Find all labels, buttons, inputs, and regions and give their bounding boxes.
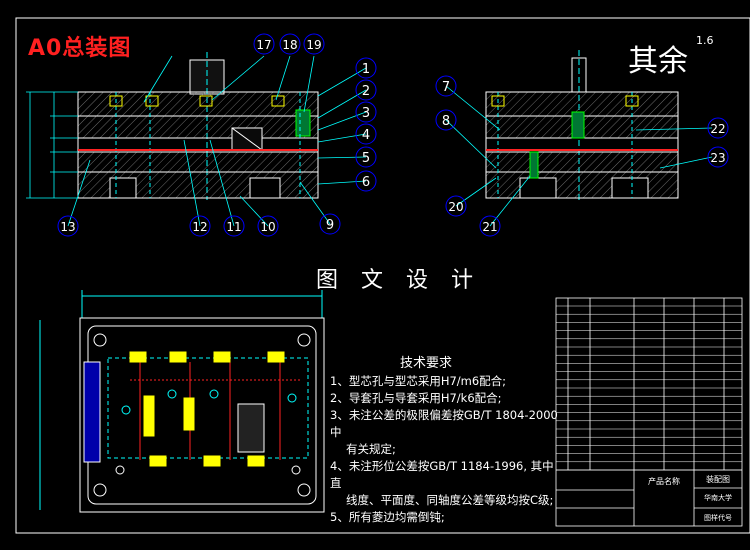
- company-cell: 华南大学: [704, 493, 732, 502]
- tech-item: 5、所有菱边均需倒钝;: [330, 510, 445, 524]
- tech-item: 线度、平面度、同轴度公差等级均按C级;: [346, 493, 554, 507]
- tech-item: 有关规定;: [346, 442, 396, 456]
- svg-text:20: 20: [448, 200, 463, 214]
- drawing-frame: [15, 17, 750, 534]
- side-section-view: [485, 50, 679, 200]
- part-label-22: 22: [707, 117, 729, 139]
- part-label-2: 2: [355, 79, 377, 101]
- part-label-6: 6: [355, 170, 377, 192]
- roughness-value: 1.6: [696, 34, 714, 47]
- part-label-18: 18: [279, 33, 301, 55]
- svg-text:3: 3: [362, 106, 370, 121]
- part-label-13: 13: [57, 215, 79, 237]
- part-label-21: 21: [479, 215, 501, 237]
- tech-item: 2、导套孔与导套采用H7/k6配合;: [330, 391, 502, 405]
- tech-requirements-heading: 技术要求: [400, 356, 453, 371]
- roughness-note: 其余: [628, 44, 688, 79]
- part-label-17: 17: [253, 33, 275, 55]
- part-label-1: 1: [355, 57, 377, 79]
- svg-text:1: 1: [362, 62, 370, 77]
- svg-text:6: 6: [362, 175, 370, 190]
- tech-item: 3、未注公差的极限偏差按GB/T 1804-2000中: [330, 408, 558, 439]
- tech-item: 1、型芯孔与型芯采用H7/m6配合;: [330, 374, 507, 388]
- part-label-circles: 1 2 3 4 5 6 7 8 9 10 11 12 13 17 18 19 2…: [57, 33, 729, 237]
- part-label-5: 5: [355, 146, 377, 168]
- part-label-7: 7: [435, 75, 457, 97]
- bom-rows: [556, 305, 742, 471]
- product-name-cell: 产品名称: [648, 476, 680, 486]
- svg-text:23: 23: [710, 151, 725, 165]
- svg-text:8: 8: [442, 114, 450, 129]
- svg-text:21: 21: [482, 220, 497, 234]
- svg-text:11: 11: [226, 220, 241, 234]
- svg-text:13: 13: [60, 220, 75, 234]
- svg-text:4: 4: [362, 128, 370, 143]
- part-label-20: 20: [445, 195, 467, 217]
- tech-item: 4、未注形位公差按GB/T 1184-1996, 其中直: [330, 459, 554, 490]
- svg-text:5: 5: [362, 151, 370, 166]
- part-label-10: 10: [257, 215, 279, 237]
- part-label-11: 11: [223, 215, 245, 237]
- tech-requirements: 技术要求 1、型芯孔与型芯采用H7/m6配合; 2、导套孔与导套采用H7/k6配…: [330, 352, 562, 526]
- part-label-9: 9: [319, 213, 341, 235]
- leader-lines: [67, 55, 713, 227]
- title-block: [555, 297, 743, 527]
- part-label-8: 8: [435, 109, 457, 131]
- drawing-title: A0总装图: [28, 36, 132, 61]
- drawing-name-cell: 装配图: [706, 474, 730, 484]
- part-label-19: 19: [303, 33, 325, 55]
- svg-text:12: 12: [192, 220, 207, 234]
- dimension-chain: [26, 91, 78, 199]
- svg-text:10: 10: [260, 220, 275, 234]
- svg-text:22: 22: [710, 122, 725, 136]
- part-label-3: 3: [355, 101, 377, 123]
- svg-text:9: 9: [326, 218, 334, 233]
- watermark-text: 图 文 设 计: [316, 268, 481, 293]
- part-label-4: 4: [355, 123, 377, 145]
- part-label-23: 23: [707, 146, 729, 168]
- svg-text:7: 7: [442, 80, 450, 95]
- drawing-no-cell: 图样代号: [704, 513, 732, 522]
- svg-text:17: 17: [256, 38, 271, 52]
- svg-text:2: 2: [362, 84, 370, 99]
- front-section-view: [77, 52, 319, 200]
- plan-view: [39, 290, 325, 513]
- svg-text:18: 18: [282, 38, 297, 52]
- part-label-12: 12: [189, 215, 211, 237]
- svg-text:19: 19: [306, 38, 321, 52]
